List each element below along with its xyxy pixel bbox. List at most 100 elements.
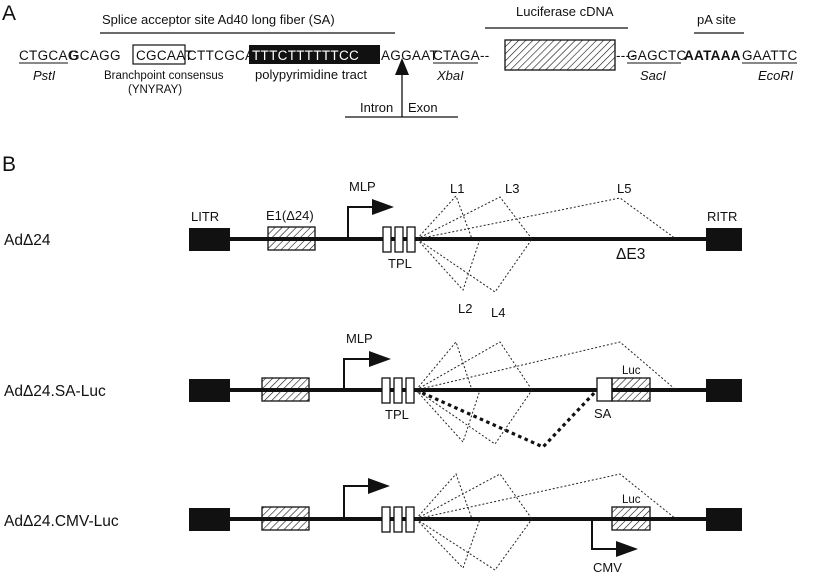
seq-dash-2: ---- [616, 48, 635, 63]
litr-block [189, 379, 230, 402]
sequence-line: CTGCAG GCAGG CGCAAT CTTCGCA TTTCTTTTTTCC… [19, 39, 798, 71]
splice-l3 [415, 473, 533, 520]
label-intron: Intron [360, 100, 393, 115]
label-saci: SacI [640, 68, 666, 83]
pa-site-header: pA site [697, 12, 736, 27]
tpl-exon-1 [381, 377, 391, 404]
construct-ad-delta24-sa-luc: AdΔ24.SA-Luc MLP TPL [4, 331, 742, 449]
panel-b-label: B [2, 153, 16, 176]
splice-l5 [415, 473, 677, 520]
splice-l5 [416, 197, 677, 240]
splice-paths [415, 340, 677, 449]
l4-label: L4 [491, 305, 505, 320]
splice-l2 [415, 389, 481, 443]
luc-box [611, 377, 651, 402]
ritr-block [706, 508, 742, 531]
seq-polypyrimidine: TTTCTTTTTTCC [252, 48, 359, 63]
construct-ad-delta24-cmv-luc: AdΔ24.CMV-Luc Luc [4, 473, 742, 574]
e1-delta24-box [261, 377, 310, 402]
splice-sa-luc [415, 388, 599, 449]
splice-l4 [416, 238, 533, 293]
e1-delta24-box [261, 506, 310, 531]
panel-b: B AdΔ24 LITR E1(Δ24) MLP TPL [2, 153, 742, 574]
seq-dash-1: -- [480, 48, 490, 63]
promoter-arrow-icon [343, 351, 391, 390]
seq-branchpoint: CGCAAT [136, 48, 193, 63]
polypyrimidine-box [249, 45, 380, 64]
splice-l2 [416, 238, 481, 291]
litr-block [189, 228, 230, 251]
tpl-exon-2 [394, 226, 404, 253]
mlp-label: MLP [349, 179, 376, 194]
splice-l1 [415, 340, 473, 391]
splice-acceptor-header: Splice acceptor site Ad40 long fiber (SA… [102, 12, 335, 27]
luciferase-cdna-box [504, 39, 616, 71]
tpl-exon-1 [381, 506, 391, 533]
tpl-exons [382, 226, 416, 253]
construct-name: AdΔ24 [4, 232, 51, 249]
splice-l2 [415, 518, 481, 569]
branchpoint-box [132, 44, 186, 65]
ritr-block [706, 379, 742, 402]
ritr-label: RITR [707, 209, 737, 224]
luc-label: Luc [622, 365, 641, 377]
litr-label: LITR [191, 209, 219, 224]
delta-e3-label: ΔE3 [616, 246, 645, 263]
tpl-exon-2 [393, 377, 403, 404]
seq-segment-a: GCAGG [69, 48, 121, 63]
label-exon: Exon [408, 100, 438, 115]
tpl-label: TPL [388, 256, 412, 271]
tpl-exon-3 [405, 377, 415, 404]
construct-name: AdΔ24.SA-Luc [4, 383, 106, 400]
e1-delta24-box [267, 226, 316, 251]
luc-box [611, 506, 651, 531]
cmv-label: CMV [593, 560, 622, 574]
seq-pa-signal: AATAAA [684, 48, 741, 63]
e1-label: E1(Δ24) [266, 208, 314, 223]
seq-segment-b: CTTCGCA [187, 48, 254, 63]
sa-box [596, 377, 613, 402]
ritr-block [706, 228, 742, 251]
splice-l3 [416, 196, 533, 240]
splice-paths [416, 195, 677, 293]
tpl-exons [381, 377, 415, 404]
splice-l1 [415, 473, 473, 520]
label-branchpoint: Branchpoint consensus [104, 70, 224, 82]
label-ecori: EcoRI [758, 68, 794, 83]
seq-xbai: CTAGA [433, 48, 480, 63]
construct-ad-delta24: AdΔ24 LITR E1(Δ24) MLP TPL [4, 179, 742, 320]
panel-a: A Splice acceptor site Ad40 long fiber (… [2, 2, 798, 118]
l3-label: L3 [505, 181, 519, 196]
litr-block [189, 508, 230, 531]
splice-l5 [415, 341, 677, 391]
seq-ecori: GAATTC [742, 48, 798, 63]
tpl-exon-3 [406, 226, 416, 253]
splice-l3 [415, 341, 533, 391]
luc-label: Luc [622, 494, 641, 506]
junction-arrow-head [395, 58, 409, 75]
luciferase-header: Luciferase cDNA [516, 4, 614, 19]
label-xbai: XbaI [436, 68, 464, 83]
promoter-arrow-icon [343, 478, 390, 519]
tpl-exon-3 [405, 506, 415, 533]
label-polypyrimidine: polypyrimidine tract [255, 67, 367, 82]
splice-l1 [416, 195, 473, 240]
l1-label: L1 [450, 181, 464, 196]
arrow-up-icon [395, 58, 409, 117]
tpl-exons [381, 506, 415, 533]
mlp-label: MLP [346, 331, 373, 346]
sa-label: SA [594, 406, 612, 421]
promoter-arrow-icon [347, 199, 394, 239]
tpl-label: TPL [385, 407, 409, 422]
seq-segment-c: AGGAAT [381, 48, 438, 63]
construct-name: AdΔ24.CMV-Luc [4, 513, 119, 530]
panel-a-label: A [2, 2, 16, 25]
tpl-exon-2 [393, 506, 403, 533]
label-branchpoint-consensus: (YNYRAY) [128, 84, 182, 96]
splice-l4 [415, 518, 533, 571]
splice-paths [415, 473, 677, 571]
l2-label: L2 [458, 301, 472, 316]
tpl-exon-1 [382, 226, 392, 253]
promoter-arrow-icon [591, 519, 638, 557]
